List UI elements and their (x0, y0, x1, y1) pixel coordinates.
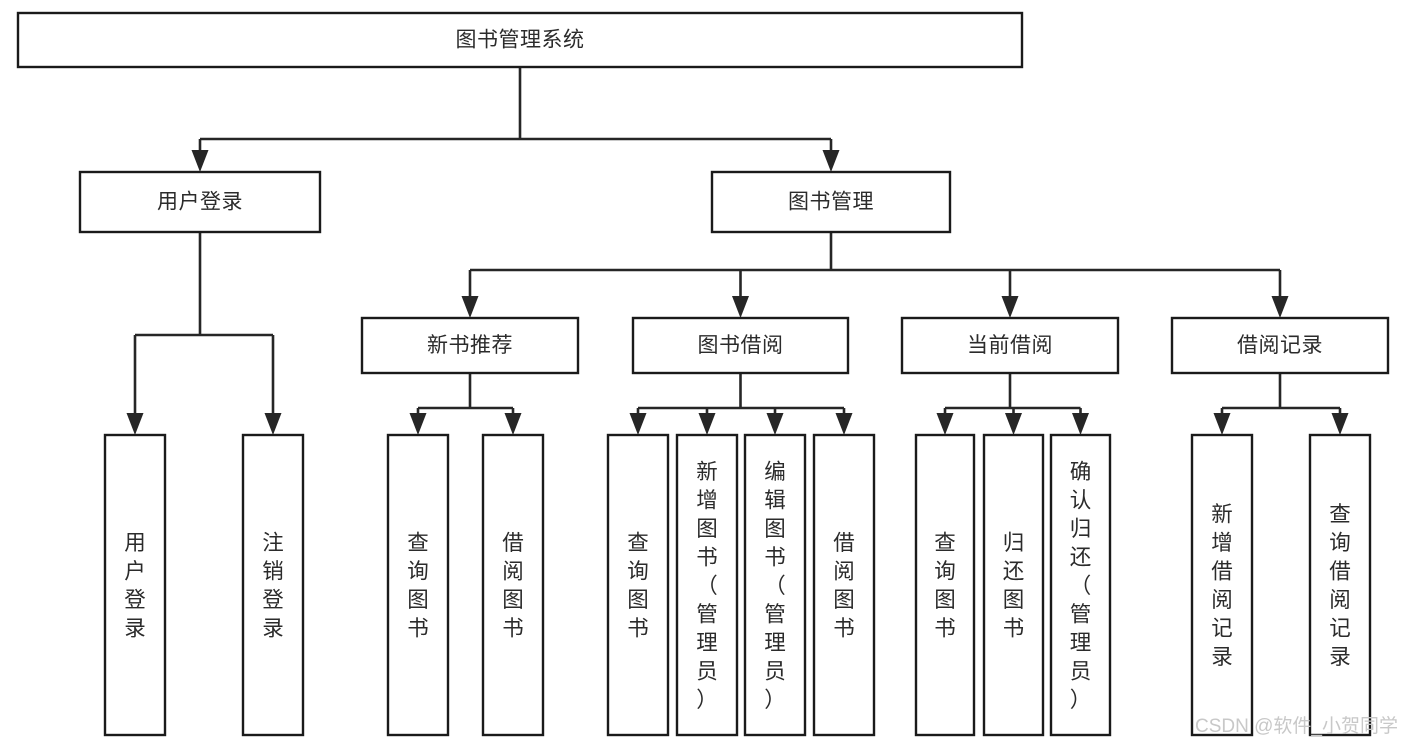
node-label: 查询借阅记录 (1329, 503, 1351, 670)
node-label: 新书推荐 (427, 334, 513, 357)
arrow-head-icon (629, 413, 647, 435)
node-label: 借阅记录 (1237, 334, 1323, 357)
node-label: 借阅图书 (833, 531, 855, 641)
node-box (982, 433, 1045, 737)
arrow-head-icon (766, 413, 784, 435)
arrow-head-icon (191, 150, 209, 172)
node-box (743, 433, 807, 737)
node-label: 查询图书 (627, 531, 649, 641)
node-current-borrow[interactable]: 当前借阅 (900, 316, 1120, 375)
node-label: 注销登录 (262, 531, 284, 641)
arrow-head-icon (698, 413, 716, 435)
node-new-book-recommend[interactable]: 新书推荐 (360, 316, 580, 375)
node-label: 借阅图书 (502, 531, 524, 641)
node-label: 归还图书 (1003, 531, 1025, 641)
node-leaf-borrow-book-2[interactable]: 借阅图书 (812, 433, 876, 737)
node-leaf-query-book-1[interactable]: 查询图书 (386, 433, 450, 737)
node-label: 查询图书 (934, 531, 956, 641)
node-box (78, 170, 322, 234)
node-leaf-query-borrow-record[interactable]: 查询借阅记录 (1308, 433, 1372, 737)
node-leaf-user-logout[interactable]: 注销登录 (241, 433, 305, 737)
node-book-borrow[interactable]: 图书借阅 (631, 316, 850, 375)
arrow-head-icon (1331, 413, 1349, 435)
node-label: 用户登录 (157, 191, 243, 214)
node-box (1308, 433, 1372, 737)
arrow-head-icon (1271, 296, 1289, 318)
arrow-head-icon (1072, 413, 1089, 435)
node-box (481, 433, 545, 737)
node-box (1190, 433, 1254, 737)
arrow-head-icon (504, 413, 522, 435)
node-label: 用户登录 (124, 531, 146, 641)
node-label: 图书借阅 (698, 334, 784, 357)
arrow-head-icon (835, 413, 853, 435)
arrow-head-icon (1213, 413, 1231, 435)
arrow-head-icon (264, 413, 282, 435)
node-box (631, 316, 850, 375)
node-label: 编辑图书（管理员） (764, 460, 786, 712)
node-root[interactable]: 图书管理系统 (16, 11, 1024, 69)
node-box (16, 11, 1024, 69)
node-layer: 图书管理系统用户登录用户登录注销登录图书管理新书推荐查询图书借阅图书图书借阅查询… (16, 11, 1390, 737)
node-box (1049, 433, 1112, 737)
node-box (675, 433, 739, 737)
arrow-head-icon (822, 150, 840, 172)
node-leaf-return-book[interactable]: 归还图书 (982, 433, 1045, 737)
arrow-head-icon (1001, 296, 1019, 318)
node-box (103, 433, 167, 737)
node-box (606, 433, 670, 737)
node-leaf-borrow-book-1[interactable]: 借阅图书 (481, 433, 545, 737)
arrow-head-icon (126, 413, 144, 435)
node-box (1170, 316, 1390, 375)
node-box (900, 316, 1120, 375)
node-box (241, 433, 305, 737)
node-box (360, 316, 580, 375)
node-box (386, 433, 450, 737)
node-label: 新增图书（管理员） (696, 460, 718, 712)
node-label: 查询图书 (407, 531, 429, 641)
node-leaf-user-login[interactable]: 用户登录 (103, 433, 167, 737)
node-leaf-add-borrow-record[interactable]: 新增借阅记录 (1190, 433, 1254, 737)
node-label: 图书管理系统 (456, 29, 585, 52)
node-leaf-edit-book[interactable]: 编辑图书（管理员） (743, 433, 807, 737)
node-label: 新增借阅记录 (1211, 503, 1233, 670)
node-label: 图书管理 (788, 191, 874, 214)
node-user-login[interactable]: 用户登录 (78, 170, 322, 234)
arrow-head-icon (1005, 413, 1022, 435)
arrow-head-icon (461, 296, 479, 318)
node-borrow-record[interactable]: 借阅记录 (1170, 316, 1390, 375)
node-leaf-query-book-3[interactable]: 查询图书 (914, 433, 976, 737)
node-leaf-query-book-2[interactable]: 查询图书 (606, 433, 670, 737)
node-book-manage[interactable]: 图书管理 (710, 170, 952, 234)
node-leaf-add-book[interactable]: 新增图书（管理员） (675, 433, 739, 737)
node-box (812, 433, 876, 737)
node-box (914, 433, 976, 737)
arrow-head-icon (936, 413, 954, 435)
node-label: 当前借阅 (967, 334, 1053, 357)
node-box (710, 170, 952, 234)
csdn-watermark: CSDN @软件_小贺同学 (1195, 715, 1398, 737)
arrow-head-icon (732, 296, 749, 318)
arrow-head-icon (409, 413, 427, 435)
node-leaf-confirm-return[interactable]: 确认归还（管理员） (1049, 433, 1112, 737)
connector-layer (126, 67, 1349, 435)
node-label: 确认归还（管理员） (1070, 460, 1092, 712)
watermark-layer: CSDN @软件_小贺同学 (1195, 715, 1398, 737)
